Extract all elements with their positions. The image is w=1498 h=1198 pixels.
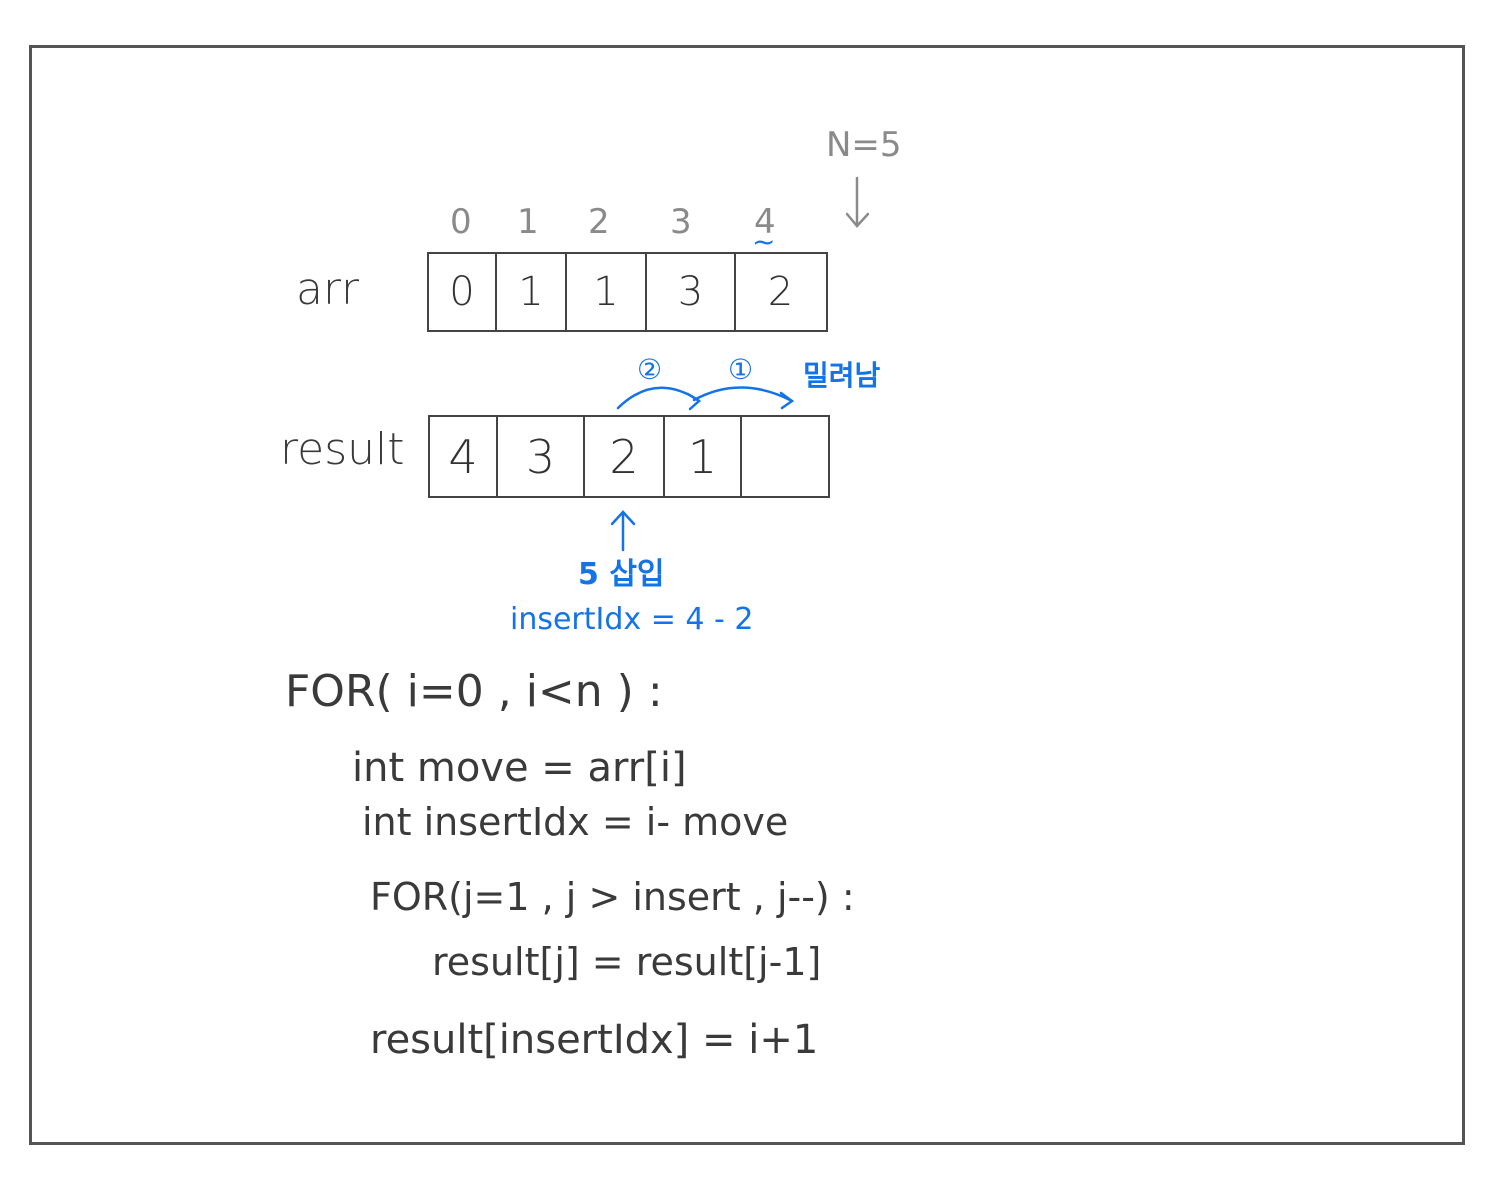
insert-idx-label: insertIdx = 4 - 2 [510, 602, 754, 637]
insert-up-arrow [610, 510, 636, 552]
result-array: 4 3 2 1 [428, 415, 830, 498]
n-label: N=5 [826, 125, 902, 165]
n-down-arrow [845, 176, 870, 228]
arr-cell: 3 [647, 254, 736, 330]
shift-step-1-label: ① [728, 353, 754, 386]
arr-label: arr [296, 264, 360, 315]
index-4-underline-mark: ~ [752, 225, 776, 258]
code-line-shift: result[j] = result[j-1] [432, 940, 822, 984]
code-line-assign: result[insertIdx] = i+1 [370, 1017, 819, 1063]
index-label-0: 0 [450, 202, 472, 242]
shifted-label: 밀려남 [803, 359, 881, 392]
result-cell: 2 [585, 417, 665, 496]
result-cell: 4 [430, 417, 498, 496]
index-label-4: 4 [754, 202, 776, 242]
arr-cell: 1 [497, 254, 567, 330]
arr-cell: 2 [767, 269, 794, 315]
index-label-2: 2 [588, 202, 610, 242]
code-line-insert-idx: int insertIdx = i- move [362, 800, 789, 844]
code-line-for-outer: FOR( i=0 , i<n ) : [285, 666, 663, 717]
code-line-move: int move = arr[i] [352, 745, 687, 791]
shift-arc-1 [692, 386, 795, 410]
arr-array: 0 1 1 3 2 [427, 252, 828, 332]
index-label-3: 3 [670, 202, 692, 242]
arr-cell: 1 [567, 254, 647, 330]
arr-cell: 0 [429, 254, 497, 330]
shift-step-2-label: ② [637, 353, 663, 386]
diagram-frame [29, 45, 1465, 1145]
shift-arc-2 [616, 386, 702, 411]
code-line-for-inner: FOR(j=1 , j > insert , j--) : [370, 875, 855, 919]
result-cell: 1 [665, 417, 742, 496]
result-label: result [280, 424, 405, 475]
insert-value-label: 5 삽입 [578, 557, 665, 592]
result-cell: 3 [498, 417, 585, 496]
index-label-1: 1 [517, 202, 539, 242]
